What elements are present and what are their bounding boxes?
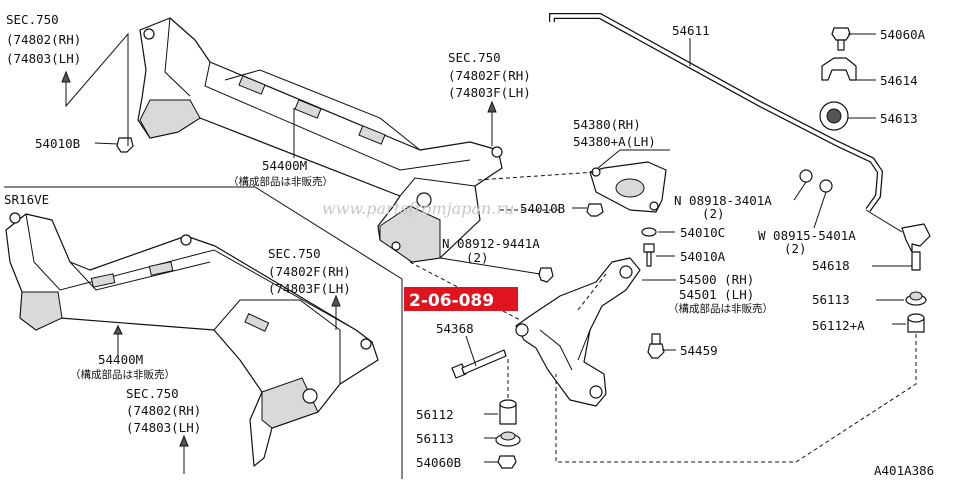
washer-54010c[interactable] [641,227,657,237]
label-54400m-top-note: （構成部品は非販売） [228,175,333,188]
label-54368: 54368 [436,321,474,336]
label-sec750-d-3: (74803(LH) [126,420,201,435]
suspension-member-top[interactable] [137,17,503,263]
label-08912: N 08912-9441A [442,236,540,251]
label-08915-qty: (2) [784,241,807,256]
label-08918: N 08918-3401A [674,193,772,208]
label-56112: 56112 [416,407,454,422]
label-54380-lh: 54380+A(LH) [573,134,656,149]
label-54060b: 54060B [416,455,461,470]
nut-54060b[interactable] [497,455,517,469]
label-56113-right: 56113 [812,292,850,307]
label-54010b-top: 54010B [35,136,80,151]
stabilizer-bar-54611[interactable] [549,13,884,212]
label-08912-qty: (2) [466,250,489,265]
label-54380-rh: 54380(RH) [573,117,641,132]
washer-08915[interactable] [819,179,833,193]
suspension-member-bottom[interactable] [5,212,379,467]
label-54010a: 54010A [680,249,726,264]
insulator-56113-right[interactable] [905,291,927,306]
bolt-54010b-mid[interactable] [586,203,604,217]
label-54618: 54618 [812,258,850,273]
variant-frame-line [4,186,403,479]
label-sec750-d-1: SEC.750 [126,386,179,401]
label-56113: 56113 [416,431,454,446]
label-54400m-bottom-note: （構成部品は非販売） [70,368,175,381]
bolt-54010b-top[interactable] [116,137,134,153]
label-sec750-a-2: (74802(RH) [6,32,81,47]
label-sec750-a-1: SEC.750 [6,12,59,27]
watermark: www.partsfromjapan.ru [322,199,514,218]
clamp-54614[interactable] [821,57,857,81]
label-arm-note: （構成部品は非販売） [668,302,773,315]
bolt-54459[interactable] [647,333,665,359]
insulator-56113[interactable] [495,431,521,447]
label-drawing-code: A401A386 [874,463,934,478]
bolt-54060a-top[interactable] [831,27,851,51]
bolt-54010a[interactable] [643,243,655,267]
label-08915: W 08915-5401A [758,228,856,243]
bushing-54613[interactable] [819,101,849,131]
callout-badge[interactable]: 2-06-089 [404,287,518,311]
label-54613: 54613 [880,111,918,126]
label-56112a: 56112+A [812,318,865,333]
arrow-icons [61,70,497,447]
bolt-54368[interactable] [451,349,507,379]
bush-56112a[interactable] [907,313,925,333]
label-sec750-b-3: (74803F(LH) [448,85,531,100]
label-sec750-a-3: (74803(LH) [6,51,81,66]
label-54010c: 54010C [680,225,725,240]
nut-08912[interactable] [538,267,554,283]
label-54459: 54459 [680,343,718,358]
label-54400m-top: 54400M [262,158,307,173]
label-sec750-b-1: SEC.750 [448,50,501,65]
label-54060a: 54060A [880,27,926,42]
label-54400m-bottom: 54400M [98,352,143,367]
lower-arm-54500[interactable] [515,257,641,407]
label-sec750-b-2: (74802F(RH) [448,68,531,83]
label-54010b-mid: 54010B [520,201,565,216]
labels: SEC.750 (74802(RH) (74803(LH) 54010B 544… [4,12,934,478]
label-08918-qty: (2) [702,206,725,221]
label-sec750-c-2: (74802F(RH) [268,264,351,279]
leader-lines [65,32,917,474]
bracket-54380[interactable] [589,161,667,213]
label-sr16ve: SR16VE [4,192,49,207]
label-54614: 54614 [880,73,918,88]
washer-08918[interactable] [799,169,813,183]
label-54501: 54501 (LH) [679,287,754,302]
callout-badge-text: 2-06-089 [409,291,494,311]
label-sec750-c-3: (74803F(LH) [268,281,351,296]
bush-56112[interactable] [499,399,517,425]
label-sec750-c-1: SEC.750 [268,246,321,261]
label-sec750-d-2: (74802(RH) [126,403,201,418]
label-54500: 54500 (RH) [679,272,754,287]
stabilizer-link-54618[interactable] [865,209,931,271]
label-54611: 54611 [672,23,710,38]
